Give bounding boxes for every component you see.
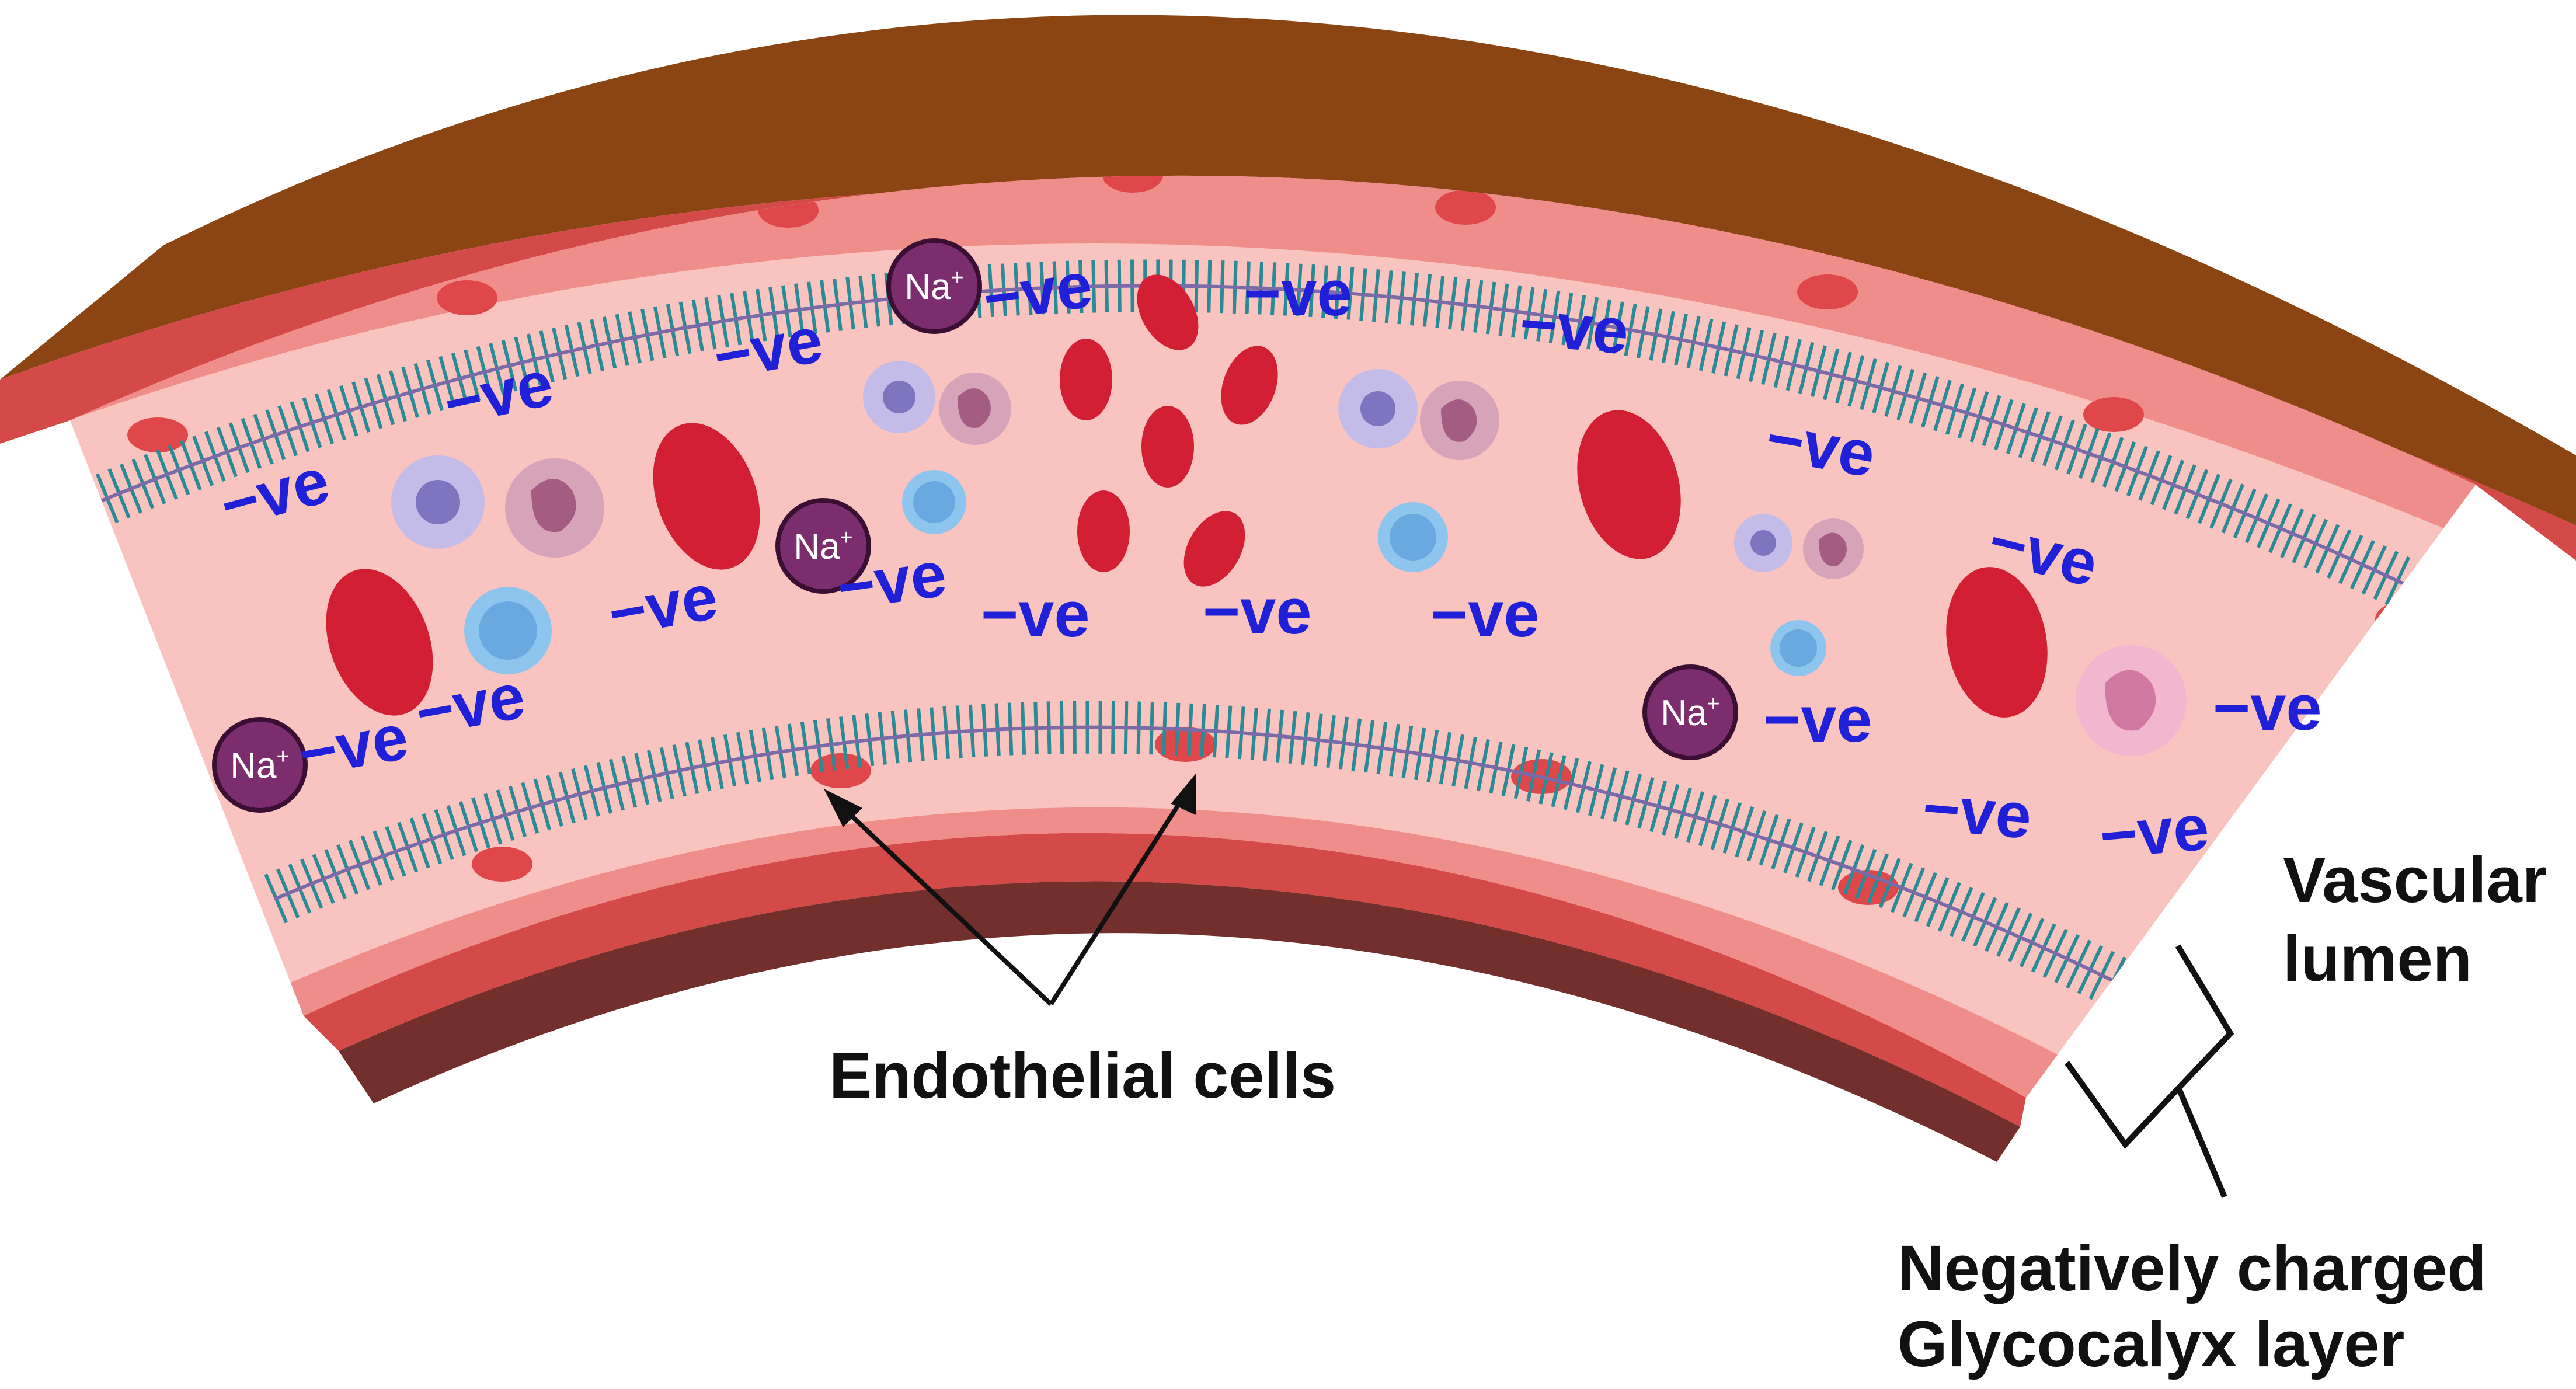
- sodium-ion-label: Na+: [904, 266, 963, 307]
- endothelial-nucleus: [437, 280, 497, 315]
- lymphocyte-nucleus: [479, 601, 537, 660]
- neutrophil-nucleus: [1441, 399, 1477, 442]
- negative-charge-label: −ve: [2213, 672, 2322, 744]
- negative-charge-label: −ve: [1517, 287, 1632, 368]
- media-bottom-layer: [304, 833, 2026, 1127]
- red-blood-cell: [1946, 567, 2048, 718]
- red-blood-cell: [1183, 511, 1245, 587]
- sodium-ion: Na+: [886, 238, 982, 334]
- white-blood-cells: [391, 361, 2187, 756]
- negative-charge-label: −ve: [1244, 257, 1353, 329]
- lymphocyte-nucleus: [1780, 629, 1817, 667]
- red-blood-cell: [1137, 274, 1199, 350]
- sodium-ion: Na+: [212, 717, 308, 813]
- neutrophil-nucleus: [1819, 532, 1847, 566]
- arrowhead: [1171, 772, 1196, 816]
- negative-charge-label: −ve: [1920, 771, 2035, 852]
- endothelial-arrows: [824, 772, 1196, 1006]
- lymphocyte-nucleus: [913, 481, 955, 523]
- sodium-ions: Na+ Na+ Na+ Na+: [212, 238, 1738, 813]
- endothelial-nucleus: [2375, 601, 2436, 636]
- endothelial-nucleus: [2083, 397, 2144, 432]
- basophil-nucleus: [1750, 530, 1776, 556]
- sodium-ion-circle: [775, 498, 871, 594]
- glycocalyx-label-line1: Negatively charged: [1898, 1233, 2487, 1304]
- glycocalyx-label-line2: Glycocalyx layer: [1898, 1308, 2404, 1380]
- neutrophil-nucleus: [958, 388, 991, 428]
- sodium-ion-label: Na+: [1661, 692, 1719, 733]
- negative-charge-label: −ve: [2097, 791, 2212, 872]
- adventitia-outer-layer: [0, 15, 2576, 525]
- sodium-ion: Na+: [1642, 664, 1738, 760]
- endothelial-nucleus: [472, 847, 532, 882]
- red-blood-cell: [1221, 346, 1278, 425]
- negative-charge-label: −ve: [1763, 684, 1872, 756]
- endothelial-cells-label: Endothelial cells: [829, 1040, 1336, 1112]
- glycocalyx-band-bottom-line: [273, 725, 2138, 994]
- basophil-nucleus: [883, 381, 915, 413]
- arrow-line: [1049, 792, 1188, 1006]
- sodium-ion-label: Na+: [230, 744, 289, 786]
- red-blood-cells: [326, 274, 2048, 718]
- sodium-ion: Na+: [775, 498, 871, 594]
- adventitia-inner-layer: [339, 881, 2020, 1162]
- arrow-line: [839, 804, 1053, 1006]
- endothelial-nucleus: [810, 753, 871, 788]
- endothelial-nucleus: [1435, 190, 1496, 225]
- negative-charge-label: −ve: [979, 249, 1096, 335]
- sodium-ion-circle: [212, 717, 308, 813]
- red-blood-cell: [653, 423, 760, 570]
- neutrophil-nucleus: [531, 479, 576, 532]
- glycocalyx-bracket: [2064, 944, 2234, 1198]
- red-blood-cell: [1060, 339, 1112, 420]
- sodium-ion-label: Na+: [793, 525, 852, 567]
- sodium-ion-circle: [1642, 664, 1738, 760]
- endothelial-nucleus: [1102, 175, 1163, 193]
- red-blood-cell: [1577, 410, 1681, 559]
- endothelial-nucleus: [127, 417, 188, 452]
- red-blood-cell: [326, 569, 433, 716]
- sodium-ion-circle: [886, 238, 982, 334]
- red-blood-cell: [1077, 490, 1130, 572]
- arrowhead: [824, 789, 862, 827]
- bracket-pointer: [2175, 1085, 2227, 1198]
- negative-charge-label: −ve: [981, 579, 1090, 650]
- neutrophil-nucleus: [2105, 670, 2156, 731]
- endothelial-nucleus: [1797, 274, 1858, 309]
- vascular-lumen-label-line2: lumen: [2283, 923, 2472, 995]
- vascular-lumen-label-line1: Vascular: [2283, 844, 2547, 916]
- lymphocyte-nucleus: [1390, 514, 1436, 561]
- basophil-nucleus: [416, 480, 460, 524]
- negative-charge-label: −ve: [833, 538, 951, 624]
- negative-charge-label: −ve: [1203, 576, 1312, 647]
- glycocalyx-layer: [70, 259, 2452, 1016]
- glycocalyx-band-top-line: [70, 284, 2442, 603]
- red-blood-cell: [1141, 406, 1194, 488]
- negative-charge-label: −ve: [1430, 579, 1540, 650]
- basophil-nucleus: [1360, 391, 1395, 426]
